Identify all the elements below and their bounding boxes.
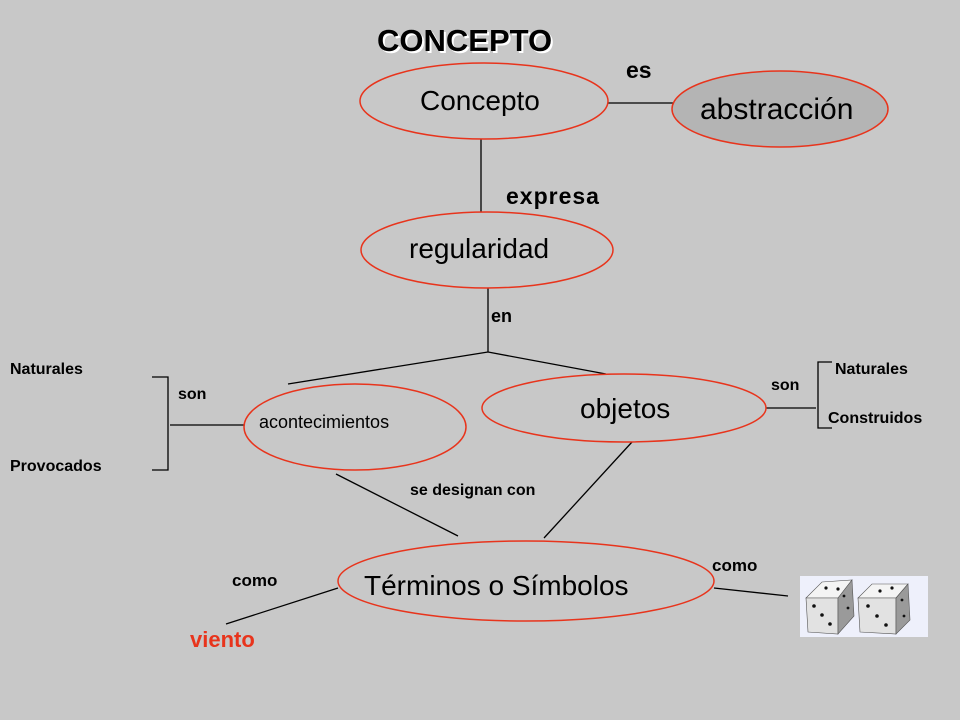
node-label-objetos: objetos	[580, 393, 671, 424]
leaf-provocados: Provocados	[10, 458, 102, 475]
node-abstraccion	[671, 70, 889, 148]
line-terminos-viento	[225, 587, 339, 625]
dice-icon	[800, 576, 928, 637]
link-label-en: en	[491, 306, 513, 326]
node-label-abstraccion: abstracción	[700, 93, 854, 126]
leaf-construidos: Construidos	[828, 410, 923, 427]
leaf-viento: viento	[190, 627, 255, 652]
link-label-son-right: son	[771, 377, 800, 394]
node-label-regularidad: regularidad	[409, 233, 550, 264]
node-label-acontecimientos: acontecimientos	[259, 412, 390, 432]
line-objetos-terminos	[543, 441, 633, 539]
bracket-right	[817, 361, 832, 429]
node-terminos	[337, 540, 715, 622]
node-regularidad	[360, 211, 614, 289]
link-label-se-designan-con: se designan con	[410, 482, 536, 499]
link-label-son-left: son	[178, 386, 207, 403]
link-label-expresa: expresa	[506, 183, 600, 209]
node-acontecimientos	[243, 383, 467, 471]
link-label-como-left: como	[232, 571, 278, 590]
link-label-como-right: como	[712, 556, 758, 575]
line-acontecimientos-terminos	[335, 473, 459, 537]
node-label-concepto: Concepto	[420, 85, 540, 116]
line-junction-objetos	[487, 351, 607, 375]
page-title: CONCEPTO	[377, 23, 553, 58]
node-objetos	[481, 373, 767, 443]
line-junction-acontecimientos	[287, 351, 489, 385]
bracket-left	[152, 376, 169, 471]
leaf-naturales-left: Naturales	[10, 361, 83, 378]
line-terminos-dice	[713, 587, 789, 597]
node-label-terminos: Términos o Símbolos	[364, 570, 629, 601]
leaf-naturales-right: Naturales	[835, 361, 908, 378]
link-label-es: es	[626, 57, 652, 83]
node-concepto	[359, 62, 609, 140]
